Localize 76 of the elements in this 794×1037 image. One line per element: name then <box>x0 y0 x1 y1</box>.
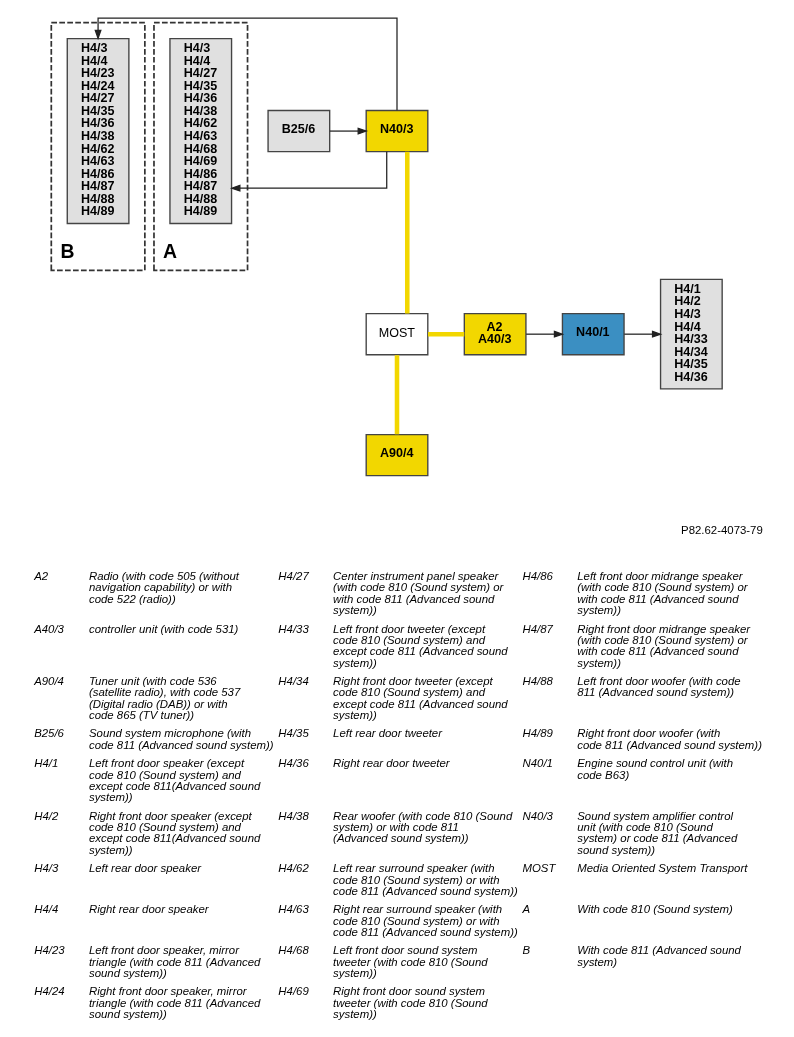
label: Tuner unit (with code 536 (satellite radio), with code 537 (Digital radio (DAB)) or with code 865 (TV tuner)) <box>88 674 241 721</box>
arrow <box>329 126 369 135</box>
arrow <box>229 150 388 192</box>
label: Sound system microphone (with code 811 (Advanced sound system)) <box>88 726 274 751</box>
label: H4/33 <box>278 622 309 635</box>
node-box: B25/6 <box>267 109 331 152</box>
node-box: A90/4 <box>365 433 429 476</box>
label: With code 811 (Advanced sound system) <box>577 943 741 968</box>
label: H4/3 <box>34 861 59 874</box>
label: Right rear door speaker <box>88 902 209 915</box>
label: Left front door sound system tweeter (with code 810 (Sound system)) <box>333 943 488 979</box>
label: B25/6 <box>34 726 64 739</box>
arrow <box>94 17 398 111</box>
connector <box>405 151 410 314</box>
label: Right front door midrange speaker (with code 810 (Sound system) or with code 811 (Advanced sound system)) <box>577 622 751 669</box>
label: Right front door woofer (with code 811 (Advanced sound system)) <box>577 726 762 751</box>
label: A40/3 <box>34 622 64 635</box>
label: H4/36 <box>278 756 309 769</box>
label: H4/1 <box>34 756 59 769</box>
label: MOST <box>522 861 556 874</box>
label: P82.62-4073-79 <box>681 523 763 536</box>
label: H4/27 <box>278 569 309 582</box>
label: H4/68 <box>278 943 309 956</box>
label: Left front door tweeter (except code 810 (Sound system) and except code 811 (Advanced sound system)) <box>333 622 508 669</box>
label: H4/2 <box>34 809 59 822</box>
label: H4/63 <box>278 902 309 915</box>
connector <box>394 354 400 434</box>
label: Left rear surround speaker (with code 810 (Sound system) or with code 811 (Advanced sound system)) <box>333 861 518 897</box>
label: Left front door woofer (with code 811 (Advanced sound system)) <box>577 674 741 698</box>
label: Center instrument panel speaker (with code 810 (Sound system) or with code 811 (Advanced sound system)) <box>333 569 504 616</box>
label: Radio (with code 505 (without navigation capability) or with code 522 (radio)) <box>88 569 240 605</box>
label: With code 810 (Sound system) <box>577 902 733 915</box>
node-box: N40/3 <box>365 109 429 152</box>
node-box: H4/3 H4/4 H4/27 H4/35 H4/36 H4/38 H4/62 H4/63 H4/68 H4/69 H4/86 H4/87 H4/88 H4/89 <box>169 37 233 224</box>
label: A <box>522 902 531 915</box>
label: Left front door speaker, mirror triangle (with code 811 (Advanced sound system)) <box>88 943 261 979</box>
label: H4/23 <box>34 943 65 956</box>
label: N40/3 <box>522 809 553 822</box>
label: A2 <box>34 569 49 582</box>
label: N40/1 <box>522 756 553 769</box>
label: Left rear door speaker <box>88 861 202 874</box>
label: Left front door speaker (except code 810 (Sound system) and except code 811(Advanced sound system)) <box>88 756 261 803</box>
label: H4/24 <box>34 984 65 997</box>
label: Left front door midrange speaker (with code 810 (Sound system) or with code 811 (Advanced sound system)) <box>577 569 748 616</box>
label: Sound system amplifier control unit (with code 810 (Sound system) or code 811 (Advanced sound system)) <box>577 809 738 856</box>
label: B <box>522 943 531 956</box>
label: H4/35 <box>278 726 309 739</box>
arrow <box>623 330 663 338</box>
label: Rear woofer (with code 810 (Sound system) or with code 811 (Advanced sound system)) <box>333 809 513 844</box>
label: H4/38 <box>278 809 309 822</box>
label: H4/34 <box>278 674 309 687</box>
label: Media Oriented System Transport <box>577 861 748 874</box>
node-box: H4/1 H4/2 H4/3 H4/4 H4/33 H4/34 H4/35 H4/36 <box>659 278 723 390</box>
label: H4/62 <box>278 861 309 874</box>
label: Right front door speaker, mirror triangle (with code 811 (Advanced sound system)) <box>88 984 261 1020</box>
node-box: A2 A40/3 <box>463 312 527 355</box>
node-box: H4/3 H4/4 H4/23 H4/24 H4/27 H4/35 H4/36 H4/38 H4/62 H4/63 H4/86 H4/87 H4/88 H4/89 <box>66 37 130 224</box>
label: A90/4 <box>34 674 64 687</box>
label: H4/69 <box>278 984 309 997</box>
label: H4/87 <box>522 622 553 635</box>
label: Right rear door tweeter <box>333 756 450 769</box>
label: Right front door tweeter (except code 810 (Sound system) and except code 811 (Advanced sound system)) <box>333 674 508 721</box>
label: Engine sound control unit (with code B63) <box>577 756 734 781</box>
label: Right rear surround speaker (with code 810 (Sound system) or with code 811 (Advanced sound system)) <box>333 902 518 938</box>
label: Right front door speaker (except code 810 (Sound system) and except code 811(Advanced sound system)) <box>88 809 261 856</box>
label: H4/4 <box>34 902 59 915</box>
node-box: MOST <box>365 312 429 355</box>
label: H4/89 <box>522 726 553 739</box>
label: Right front door sound system tweeter (with code 810 (Sound system)) <box>333 984 488 1020</box>
connector <box>428 331 465 336</box>
label: Left rear door tweeter <box>333 726 443 739</box>
label: H4/86 <box>522 569 553 582</box>
label: controller unit (with code 531) <box>88 622 239 635</box>
arrow <box>525 330 565 338</box>
label: H4/88 <box>522 674 553 687</box>
node-box: N40/1 <box>561 312 625 355</box>
